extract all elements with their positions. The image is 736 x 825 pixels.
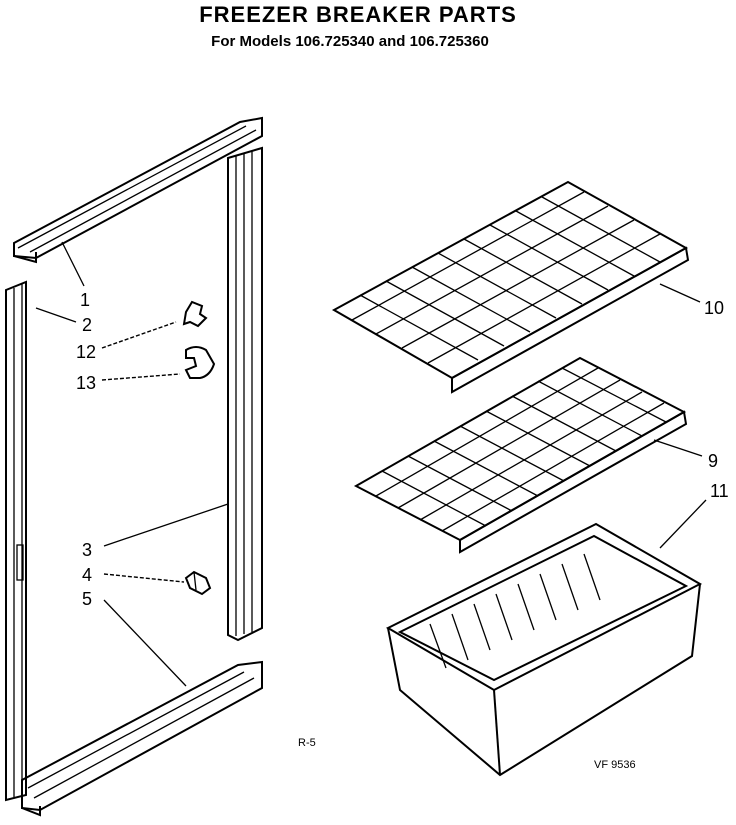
left-vertical-strip — [5, 280, 27, 802]
freezer-basket — [385, 522, 703, 777]
page-subtitle: For Models 106.725340 and 106.725360 — [211, 33, 489, 50]
callout-13: 13 — [76, 373, 96, 393]
callout-10: 10 — [704, 298, 724, 318]
clip-part — [182, 300, 208, 328]
fastener-part — [184, 570, 212, 596]
upper-wire-shelf — [331, 180, 690, 394]
lower-wire-shelf — [353, 356, 688, 554]
page-title: FREEZER BREAKER PARTS — [199, 2, 517, 27]
callout-1: 1 — [80, 290, 90, 310]
top-breaker-strip — [13, 116, 263, 264]
callout-9: 9 — [708, 451, 718, 471]
right-vertical-strip — [227, 146, 263, 642]
callout-5: 5 — [82, 589, 92, 609]
callout-4: 4 — [82, 565, 92, 585]
bracket-part — [184, 346, 216, 379]
bottom-breaker-strip — [21, 660, 263, 817]
callout-12: 12 — [76, 342, 96, 362]
figure-code: VF 9536 — [594, 759, 636, 771]
page-reference: R-5 — [298, 737, 316, 749]
callout-2: 2 — [82, 315, 92, 335]
callout-11: 11 — [710, 481, 729, 501]
leader-lines — [35, 241, 707, 687]
callout-3: 3 — [82, 540, 92, 560]
